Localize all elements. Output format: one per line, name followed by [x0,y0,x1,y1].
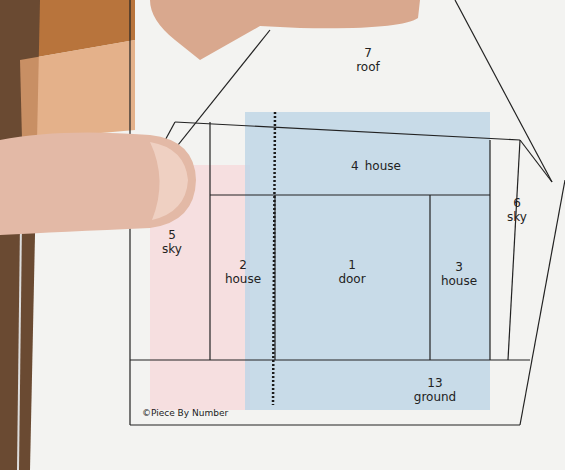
piece-name: house [212,272,274,286]
fingers-top [150,0,420,60]
piece-name: house [430,274,488,288]
piece-name: house [365,159,401,173]
pattern-lines [130,0,565,425]
copyright-note: ©Piece By Number [142,408,228,418]
finger [0,132,196,235]
piece-number: 1 [312,258,392,272]
pattern-region: 2house [212,258,274,286]
piece-number: 5 [140,228,204,242]
blue-fabric [245,112,490,410]
pattern-region: 1door [312,258,392,286]
piece-name: door [312,272,392,286]
piece-name: roof [328,60,408,74]
piece-number: 6 [492,196,542,210]
piece-number: 3 [430,260,488,274]
stitch-line [273,112,275,405]
pattern-region: 4 house [316,159,436,173]
pattern-region: 6sky [492,196,542,224]
piece-name: ground [390,390,480,404]
pattern-region: 5sky [140,228,204,256]
piece-number: 7 [328,46,408,60]
piece-name: sky [140,242,204,256]
fingernail [150,142,188,220]
piece-number: 2 [212,258,274,272]
pattern-region: 3house [430,260,488,288]
piece-name: sky [492,210,542,224]
pattern-region: 13ground [390,376,480,404]
background-glow [0,0,135,470]
pattern-region: 7roof [328,46,408,74]
background-light [20,40,135,140]
piece-number: 4 [351,159,359,173]
piece-number: 13 [390,376,480,390]
